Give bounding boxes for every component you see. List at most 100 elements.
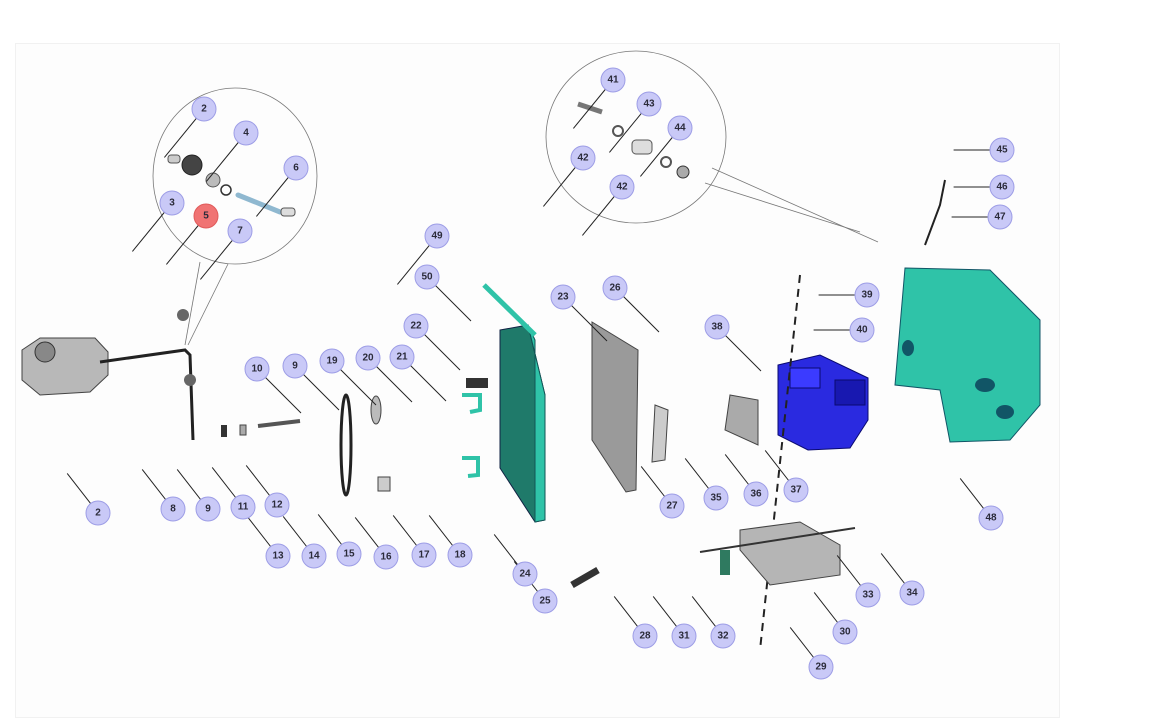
callout-29[interactable]: 29: [808, 654, 834, 680]
callout-49[interactable]: 49: [424, 223, 450, 249]
callout-circle: [899, 580, 925, 606]
callout-circle: [989, 137, 1015, 163]
callout-circle: [550, 284, 576, 310]
callout-label: 38: [711, 322, 723, 333]
callout-31[interactable]: 31: [671, 623, 697, 649]
callout-circle: [783, 477, 809, 503]
callout-circle: [159, 190, 185, 216]
callout-40[interactable]: 40: [849, 317, 875, 343]
callout-2[interactable]: 2: [85, 500, 111, 526]
callout-2[interactable]: 2: [191, 96, 217, 122]
callout-36[interactable]: 36: [743, 481, 769, 507]
callout-28[interactable]: 28: [632, 623, 658, 649]
callout-circle: [671, 623, 697, 649]
callout-19[interactable]: 19: [319, 348, 345, 374]
callout-circle: [411, 542, 437, 568]
callout-circle: [832, 619, 858, 645]
callout-6[interactable]: 6: [283, 155, 309, 181]
callout-label: 29: [815, 662, 827, 673]
callout-label: 22: [410, 321, 422, 332]
callout-17[interactable]: 17: [411, 542, 437, 568]
callout-9[interactable]: 9: [282, 353, 308, 379]
callout-50[interactable]: 50: [414, 264, 440, 290]
frame-side-panel: [482, 283, 546, 523]
callout-circle: [704, 314, 730, 340]
engine-hood: [894, 179, 1041, 443]
callout-label: 26: [609, 283, 621, 294]
callout-circle: [301, 543, 327, 569]
engine-part: [724, 274, 869, 651]
callout-label: 32: [717, 631, 729, 642]
callout-35[interactable]: 35: [703, 485, 729, 511]
callout-7[interactable]: 7: [227, 218, 253, 244]
callout-label: 23: [557, 292, 569, 303]
callout-label: 16: [380, 552, 392, 563]
callout-circle: [659, 493, 685, 519]
callout-label: 46: [996, 182, 1008, 193]
callout-circle: [989, 174, 1015, 200]
callout-22[interactable]: 22: [403, 313, 429, 339]
callout-circle: [667, 115, 693, 141]
callout-26[interactable]: 26: [602, 275, 628, 301]
callout-21[interactable]: 21: [389, 344, 415, 370]
callout-circle: [743, 481, 769, 507]
callout-circle: [447, 542, 473, 568]
base-tray: [699, 521, 856, 586]
cover-plate: [570, 321, 669, 589]
callout-circle: [414, 264, 440, 290]
callout-circle: [227, 218, 253, 244]
callout-label: 25: [539, 596, 551, 607]
callout-39[interactable]: 39: [854, 282, 880, 308]
callout-circle: [609, 174, 635, 200]
callout-circle: [703, 485, 729, 511]
callout-46[interactable]: 46: [989, 174, 1015, 200]
callout-3[interactable]: 3: [159, 190, 185, 216]
callout-38[interactable]: 38: [704, 314, 730, 340]
callout-12[interactable]: 12: [264, 492, 290, 518]
callout-9[interactable]: 9: [195, 496, 221, 522]
detail-bubble-right: [545, 50, 879, 243]
callout-15[interactable]: 15: [336, 541, 362, 567]
callout-23[interactable]: 23: [550, 284, 576, 310]
callout-circle: [987, 204, 1013, 230]
callout-32[interactable]: 32: [710, 623, 736, 649]
callout-4[interactable]: 4: [233, 120, 259, 146]
callout-label: 4: [243, 128, 249, 139]
callout-42[interactable]: 42: [570, 145, 596, 171]
callout-circle: [355, 345, 381, 371]
callout-43[interactable]: 43: [636, 91, 662, 117]
callout-5[interactable]: 5: [193, 203, 219, 229]
callout-label: 21: [396, 352, 408, 363]
callout-16[interactable]: 16: [373, 544, 399, 570]
callout-label: 34: [906, 588, 918, 599]
callout-37[interactable]: 37: [783, 477, 809, 503]
callout-label: 11: [238, 502, 249, 513]
callout-24[interactable]: 24: [512, 561, 538, 587]
callout-44[interactable]: 44: [667, 115, 693, 141]
callout-circle: [191, 96, 217, 122]
callout-42[interactable]: 42: [609, 174, 635, 200]
callout-label: 33: [862, 590, 874, 601]
callout-20[interactable]: 20: [355, 345, 381, 371]
callout-circle: [570, 145, 596, 171]
callout-10[interactable]: 10: [244, 356, 270, 382]
callout-25[interactable]: 25: [532, 588, 558, 614]
callout-label: 9: [205, 504, 211, 515]
callout-30[interactable]: 30: [832, 619, 858, 645]
callout-label: 42: [616, 182, 628, 193]
callout-41[interactable]: 41: [600, 67, 626, 93]
callout-27[interactable]: 27: [659, 493, 685, 519]
callout-11[interactable]: 11: [230, 494, 256, 520]
callout-33[interactable]: 33: [855, 582, 881, 608]
callout-34[interactable]: 34: [899, 580, 925, 606]
callout-48[interactable]: 48: [978, 505, 1004, 531]
callout-45[interactable]: 45: [989, 137, 1015, 163]
callout-14[interactable]: 14: [301, 543, 327, 569]
callout-47[interactable]: 47: [987, 204, 1013, 230]
callout-circle: [512, 561, 538, 587]
callout-13[interactable]: 13: [265, 543, 291, 569]
callout-label: 50: [421, 272, 433, 283]
callout-8[interactable]: 8: [160, 496, 186, 522]
callout-18[interactable]: 18: [447, 542, 473, 568]
